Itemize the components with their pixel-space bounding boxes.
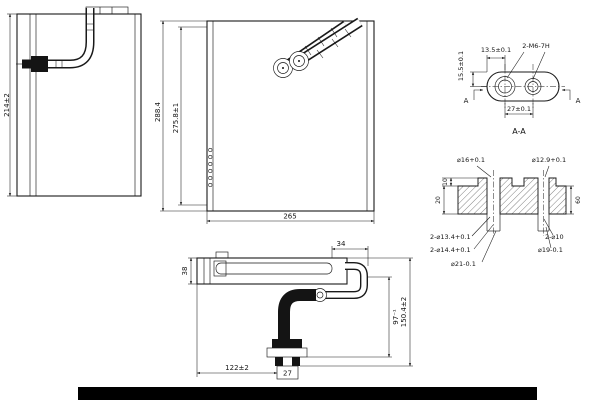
pipe-channel <box>215 262 333 275</box>
flange-wall-left <box>457 177 488 215</box>
core-front-outline <box>206 20 375 212</box>
core-top-outline <box>196 257 348 285</box>
front-view: 288.4 275.8±1 265 <box>154 17 375 224</box>
dim-side-height: 214±2 <box>3 93 11 117</box>
fitting-nut <box>272 339 302 348</box>
dim-boss-a: ⌀21-0.1 <box>451 260 476 268</box>
louver-dots <box>208 148 213 187</box>
dim-boss-b: ⌀19-0.1 <box>538 246 563 254</box>
cut-arrow-left <box>473 88 484 100</box>
pipe-fitting <box>31 56 48 72</box>
dim-overall-height: 150.4±2 <box>400 297 408 327</box>
pipe-port-ends <box>273 51 309 78</box>
dim-bend-offset: 34 <box>337 240 346 248</box>
dim-core-depth: 38 <box>181 267 189 276</box>
fitting-stub-left <box>275 357 283 366</box>
dim-drop-height: 97⁻¹ <box>392 309 400 325</box>
dim-holes: 2-⌀10 <box>545 233 564 241</box>
side-view: 214±2 <box>3 6 142 197</box>
fitting-flange <box>266 347 308 358</box>
port-large <box>494 76 516 97</box>
dim-front-core-height: 275.8±1 <box>172 103 180 133</box>
section-label: A-A <box>512 127 526 136</box>
dim-front-width: 265 <box>283 213 296 221</box>
dim-cbore-b: 2-⌀14.4+0.1 <box>430 246 471 254</box>
dim-fitting-offset: 122±2 <box>225 364 249 372</box>
elbow-pipe <box>278 289 316 340</box>
dim-bore-left: ⌀16+0.1 <box>457 156 485 164</box>
core-outline <box>16 13 142 197</box>
dim-flange-width: 60 <box>575 196 582 204</box>
flange-wall-center <box>499 177 539 215</box>
watermark-bar <box>78 387 537 400</box>
section-aa-view: 13.5±0.1 15.5±0.1 2-M6-7H 27±0.1 A-A A A <box>457 42 581 136</box>
dim-stub-spacing: 27 <box>283 370 292 378</box>
cut-mark-right: A <box>576 97 581 105</box>
fitting-stub <box>22 59 31 69</box>
dim-aa-port-rise: 15.5±0.1 <box>457 51 465 81</box>
cut-mark-left: A <box>464 97 469 105</box>
dim-total-depth: 20 <box>435 196 442 204</box>
dim-aa-port-spacing: 27±0.1 <box>507 105 531 113</box>
dim-bore-right: ⌀12.9+0.1 <box>532 156 566 164</box>
flange-wall-right <box>548 177 567 215</box>
cut-arrow-right <box>561 88 571 100</box>
top-view: 27 38 34 97⁻¹ 150.4±2 122±2 <box>181 240 413 380</box>
thread-callout: 2-M6-7H <box>522 42 550 50</box>
dim-cbore-a: 2-⌀13.4+0.1 <box>430 233 471 241</box>
dim-step-depth: 10 <box>442 178 449 186</box>
flange-section-view: ⌀16+0.1 ⌀12.9+0.1 10 20 60 2-⌀13.4+0.1 2… <box>430 156 582 268</box>
dim-aa-port-inset: 13.5±0.1 <box>481 46 511 54</box>
header-block <box>85 6 129 15</box>
dim-front-overall-height: 288.4 <box>154 101 162 122</box>
fitting-stub-right <box>292 357 300 366</box>
